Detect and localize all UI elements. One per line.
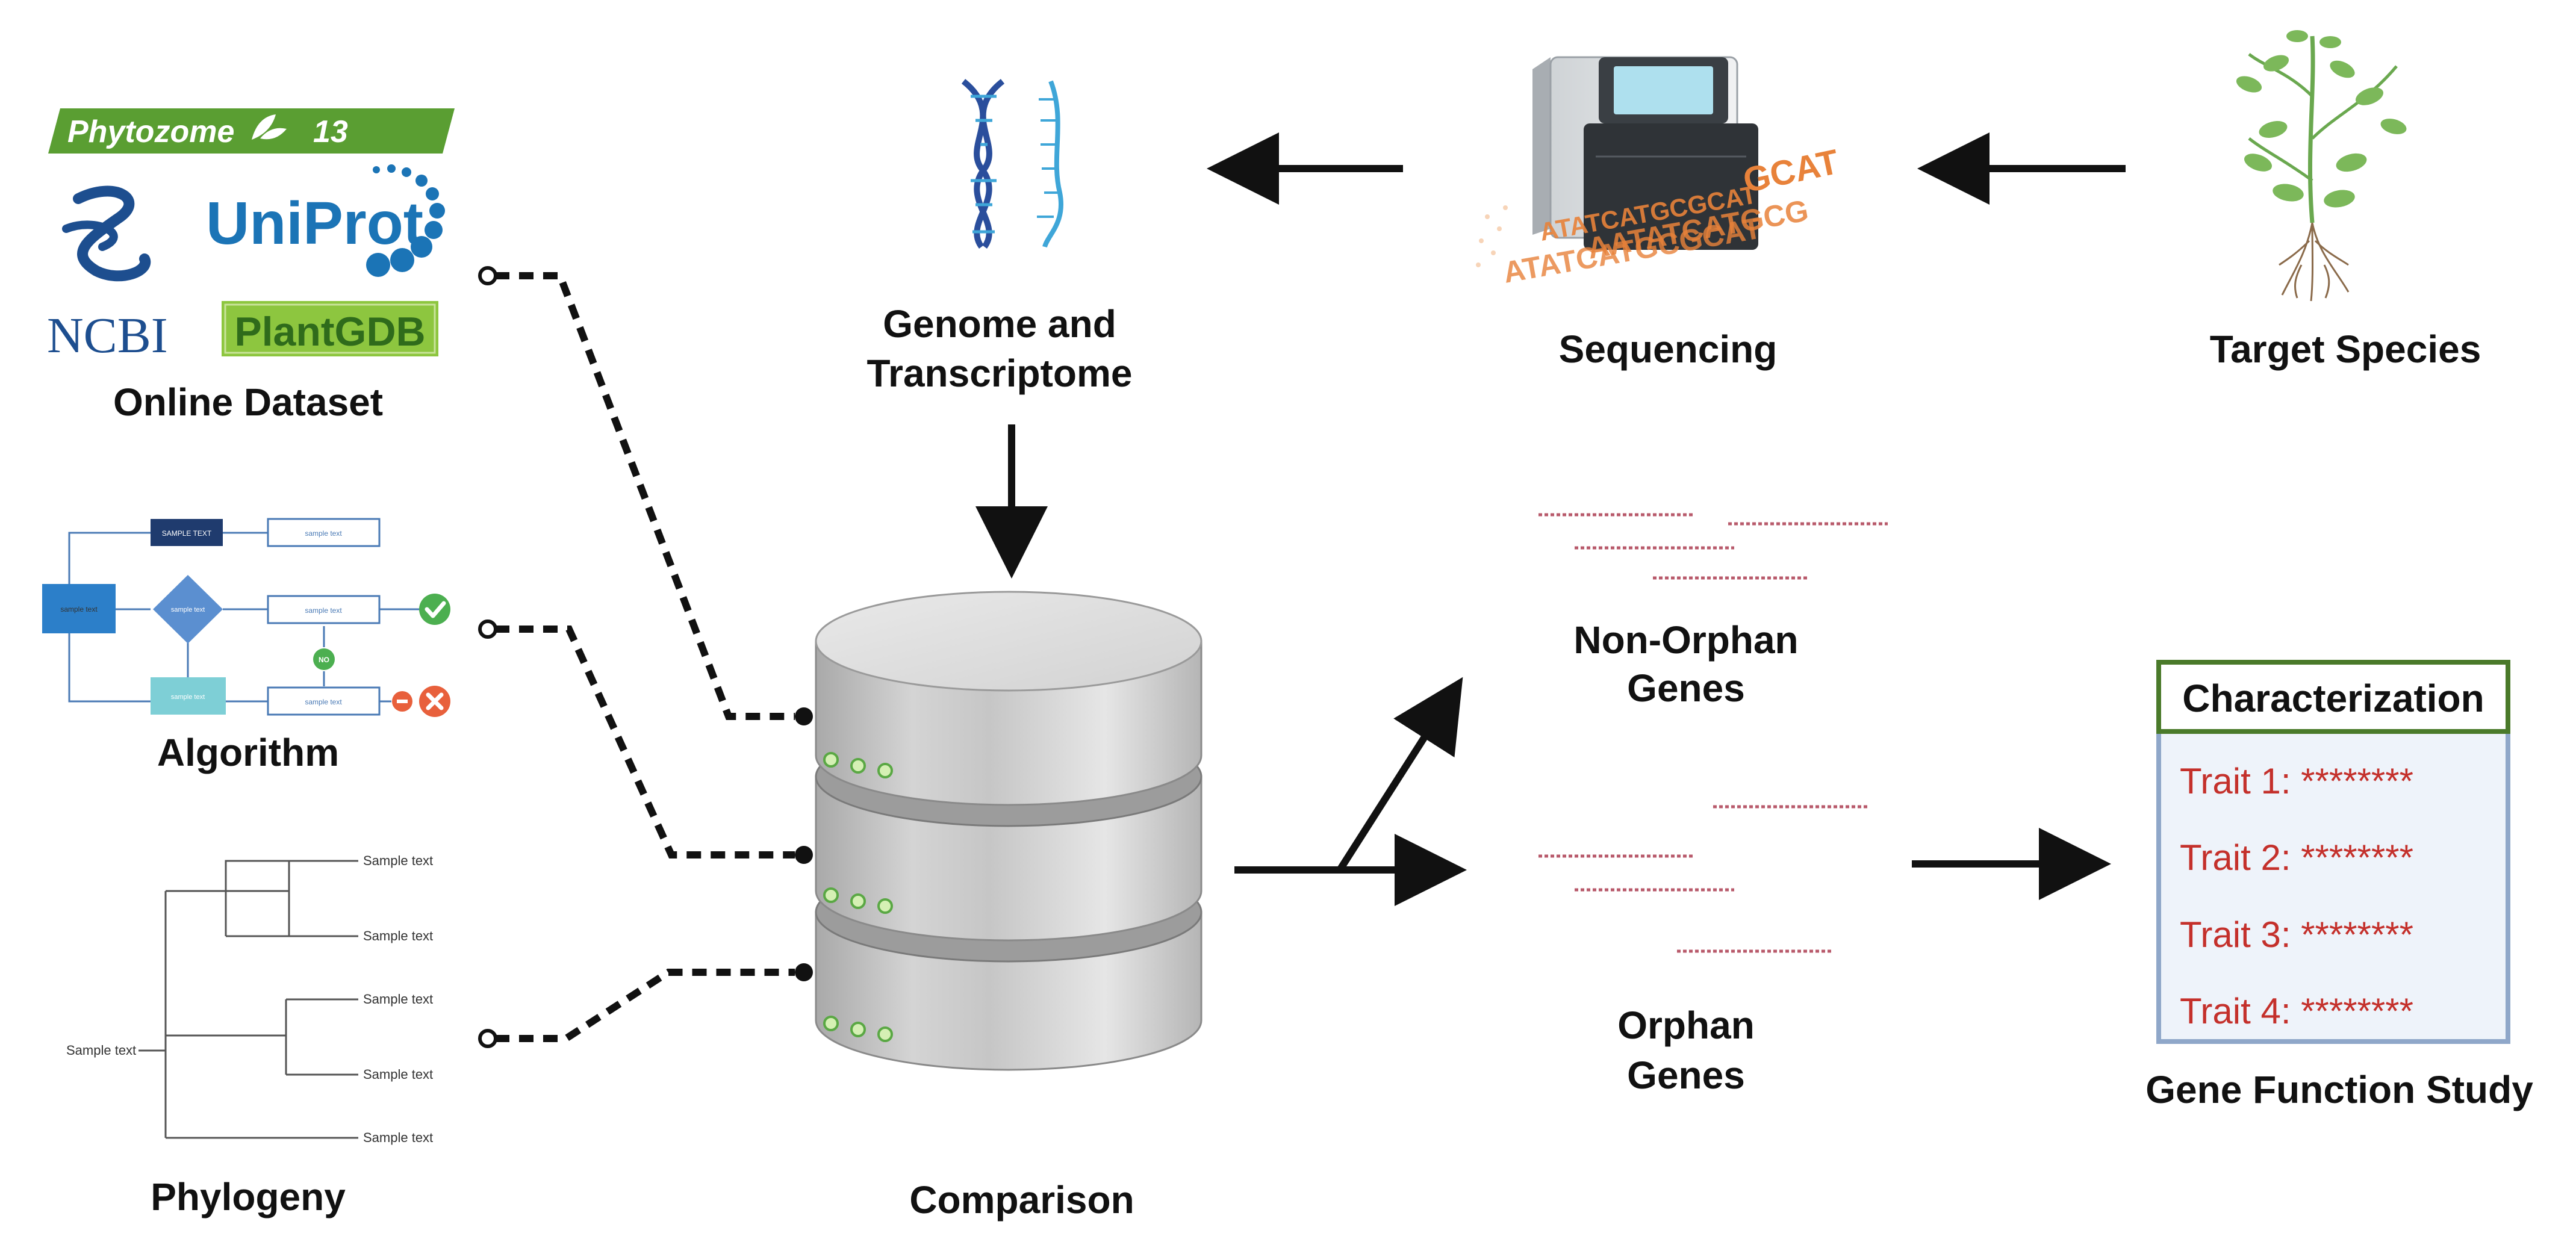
orphan-label-line1: Orphan xyxy=(1617,1004,1755,1047)
flow-top-text: SAMPLE TEXT xyxy=(162,529,212,538)
dna-helix-icon xyxy=(961,79,1005,249)
open-endpoint-icon xyxy=(478,619,497,639)
trait-item: Trait 1: ******** xyxy=(2180,761,2413,801)
phylogeny-leaf-label: Sample text xyxy=(363,928,433,943)
trait-item: Trait 2: ******** xyxy=(2180,837,2413,878)
flow-no-badge xyxy=(313,648,335,670)
uniprot-text: UniProt xyxy=(206,190,423,257)
connector-online-dataset xyxy=(495,272,795,720)
trait-item: Trait 4: ******** xyxy=(2180,991,2413,1031)
connector-algorithm xyxy=(495,626,795,858)
orphan-reads xyxy=(1538,805,1870,953)
flow-arrows xyxy=(975,132,2126,906)
minus-icon xyxy=(392,691,412,712)
flow-box-3-text: sample text xyxy=(305,698,342,706)
flow-no-text: NO xyxy=(319,656,329,664)
flow-start-box xyxy=(42,584,116,633)
phytozome-text: Phytozome xyxy=(67,114,234,149)
uniprot-logo: UniProt xyxy=(206,164,445,277)
flow-box-1-text: sample text xyxy=(305,529,342,538)
non-orphan-label-line1: Non-Orphan xyxy=(1573,618,1798,662)
flow-box-2-text: sample text xyxy=(305,606,342,615)
characterization-panel: Characterization Trait 1: ******** Trait… xyxy=(2156,660,2510,1044)
plantgdb-logo: PlantGDB xyxy=(222,301,438,356)
phytozome-version: 13 xyxy=(313,114,348,149)
leaf-icon xyxy=(252,114,287,140)
phylogeny-leaf-label: Sample text xyxy=(363,992,433,1007)
flow-box-1 xyxy=(267,518,381,547)
status-lights xyxy=(823,752,893,1042)
connector-phylogeny xyxy=(495,969,795,1042)
comparison-label: Comparison xyxy=(909,1178,1134,1222)
phylogeny-label: Phylogeny xyxy=(151,1175,346,1219)
flow-bottom-box xyxy=(151,677,226,715)
database-icon xyxy=(815,591,1202,1071)
online-dataset-logos: Phytozome 13 NCBI UniProt PlantGDB xyxy=(47,108,455,364)
characterization-title: Characterization xyxy=(2182,677,2484,720)
target-species-label: Target Species xyxy=(2210,328,2481,371)
check-icon xyxy=(419,594,450,625)
flow-bottom-text: sample text xyxy=(171,694,205,701)
flow-start-text: sample text xyxy=(60,605,98,613)
ncbi-logo: NCBI xyxy=(47,185,168,364)
arrow-comparison-to-nonorphan xyxy=(1336,677,1463,872)
dotted-connectors xyxy=(495,272,795,1042)
phylogeny-leaf-label: Sample text xyxy=(363,1130,433,1145)
sequencer-icon xyxy=(1532,56,1758,250)
gene-function-study-label: Gene Function Study xyxy=(2145,1068,2533,1111)
flow-decision-diamond xyxy=(153,575,223,644)
sequence-reads: GCAT ATATCATGCGCAT AATATCATGCG ATATCATGC… xyxy=(1476,142,1842,290)
phylogeny-tree: Sample text Sample text Sample text Samp… xyxy=(66,853,433,1145)
algorithm-label: Algorithm xyxy=(157,731,339,774)
non-orphan-label-line2: Genes xyxy=(1627,666,1745,710)
phylogeny-leaf-label: Sample text xyxy=(363,853,433,868)
open-endpoint-icon xyxy=(478,1029,497,1048)
orphan-label-line2: Genes xyxy=(1627,1054,1745,1097)
ncbi-text: NCBI xyxy=(47,308,168,364)
uniprot-dots-icon xyxy=(366,164,445,277)
phytozome-logo: Phytozome 13 xyxy=(48,108,455,154)
closed-endpoint-icon xyxy=(795,846,813,864)
phylogeny-leaf-label: Sample text xyxy=(363,1067,433,1082)
non-orphan-reads xyxy=(1538,513,1888,580)
flow-box-2 xyxy=(267,595,381,624)
rna-strand-icon xyxy=(1037,80,1063,248)
open-endpoint-icon xyxy=(478,266,497,285)
flow-decision-text: sample text xyxy=(171,606,205,613)
flow-box-3 xyxy=(267,686,381,716)
trait-item: Trait 3: ******** xyxy=(2180,914,2413,955)
closed-endpoint-icon xyxy=(795,707,813,725)
cross-icon xyxy=(419,686,450,717)
genome-label-line1: Genome and xyxy=(883,302,1116,346)
flow-top-box xyxy=(151,519,223,546)
phylogeny-root-label: Sample text xyxy=(66,1043,136,1058)
plantgdb-text: PlantGDB xyxy=(234,309,425,355)
sequencing-label: Sequencing xyxy=(1559,328,1778,371)
online-dataset-label: Online Dataset xyxy=(113,380,383,424)
plant-icon xyxy=(2236,30,2407,302)
connector-endpoints xyxy=(478,266,813,1048)
closed-endpoint-icon xyxy=(795,963,813,981)
algorithm-flowchart: sample text SAMPLE TEXT sample text samp… xyxy=(42,518,450,717)
genome-label-line2: Transcriptome xyxy=(866,352,1132,395)
